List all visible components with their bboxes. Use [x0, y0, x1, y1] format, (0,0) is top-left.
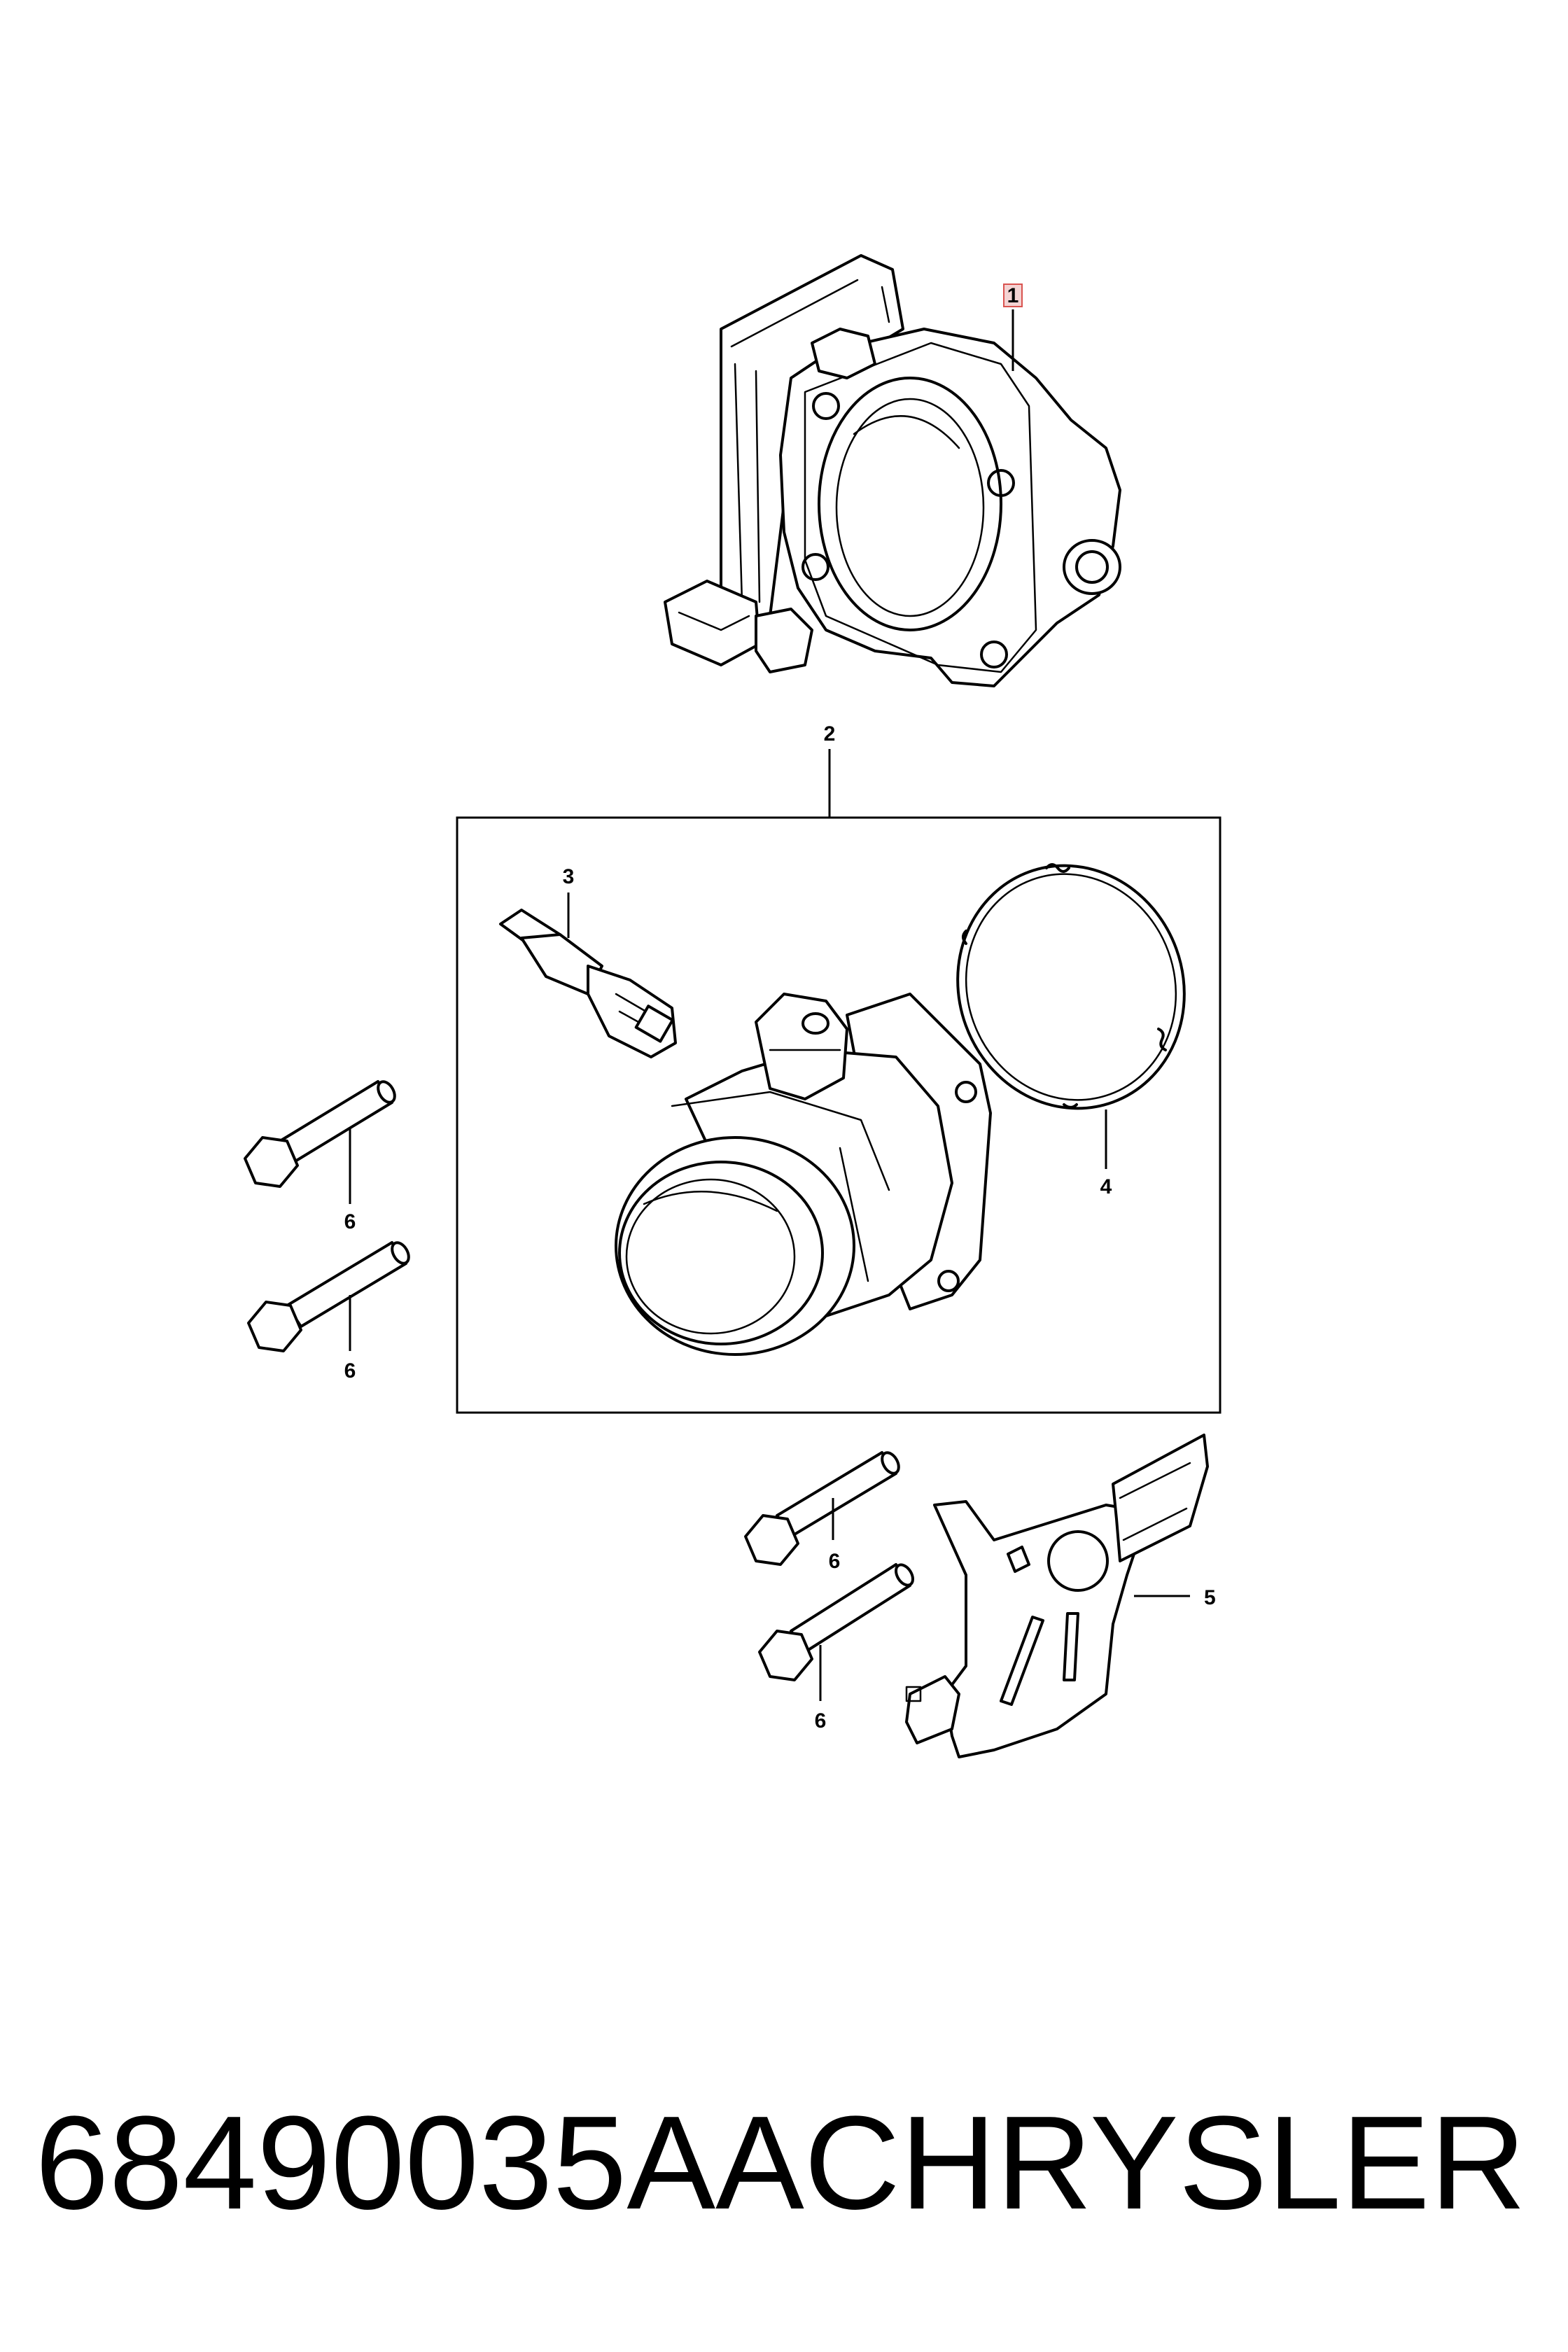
bolt-middle-upper[interactable]	[744, 1450, 902, 1566]
part-number: 68490035AA	[35, 2089, 804, 2237]
gasket[interactable]	[924, 834, 1218, 1140]
callout-6-middle-upper: 6	[829, 1550, 841, 1573]
bracket[interactable]	[905, 1434, 1209, 1758]
bolt-left-upper[interactable]	[244, 1079, 398, 1188]
callout-2: 2	[824, 722, 836, 746]
callout-3: 3	[563, 865, 575, 888]
callout-6-middle-lower: 6	[815, 1709, 827, 1732]
callout-6-left-lower: 6	[344, 1359, 356, 1382]
callout-1: 1	[1007, 284, 1019, 307]
callout-5: 5	[1204, 1586, 1216, 1609]
brand-name: CHRYSLER	[804, 2089, 1526, 2237]
kit-box	[456, 816, 1222, 1414]
sensor[interactable]	[499, 909, 677, 1058]
callout-6-left-upper: 6	[344, 1210, 356, 1233]
callout-4: 4	[1100, 1175, 1112, 1198]
throttle-body-assembly[interactable]	[664, 254, 1121, 687]
bolt-middle-lower[interactable]	[758, 1562, 916, 1681]
bolt-left-lower[interactable]	[247, 1240, 412, 1352]
footer: 68490035AA CHRYSLER	[0, 2072, 1568, 2254]
throttle-body[interactable]	[615, 993, 992, 1356]
